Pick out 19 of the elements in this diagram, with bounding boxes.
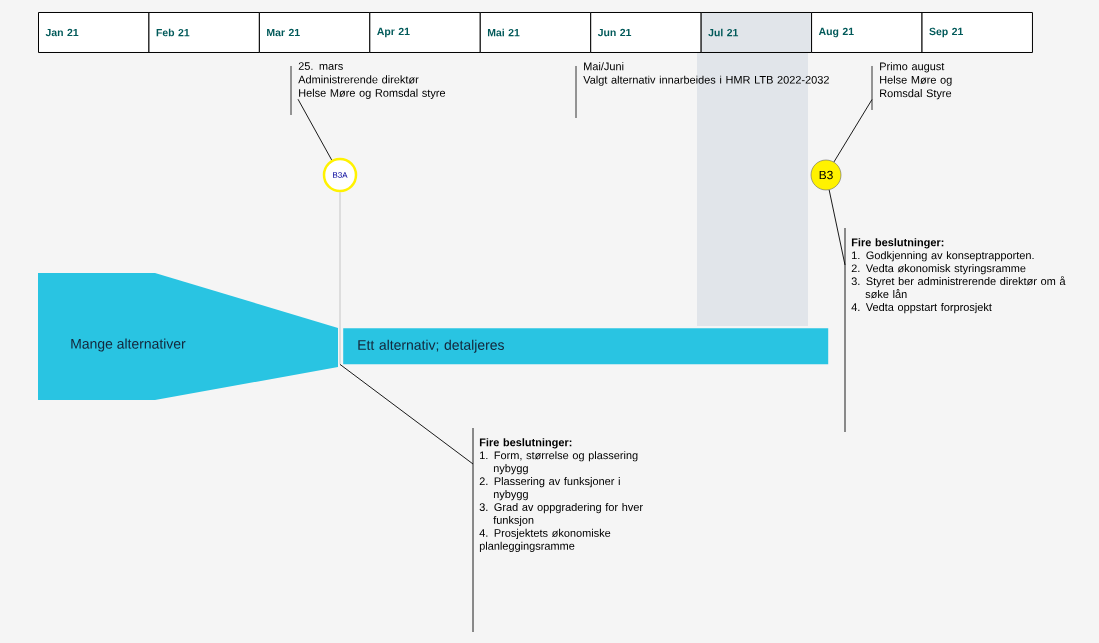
month-cell: Jun 21 bbox=[590, 12, 702, 53]
note: 25. mars Administrerende direktør Helse Møre og Romsdal styre bbox=[290, 62, 446, 116]
month-cell: Sep 21 bbox=[921, 12, 1033, 53]
phase-bar: Ett alternativ; detaljeres bbox=[343, 328, 829, 365]
decision-list: Fire beslutninger: 1. Form, størrelse og plassering nybygg 2. Plassering av funksjoner i nybygg 3. Grad av oppgradering for hver funksjon 4. Prosjektets økonomiske planleggingsramme bbox=[472, 427, 643, 633]
month-cell: Jan 21 bbox=[38, 12, 150, 53]
leader-line bbox=[828, 189, 846, 266]
leader-line bbox=[833, 99, 873, 163]
month-cell: Aug 21 bbox=[811, 12, 923, 53]
month-cell: Jul 21 bbox=[700, 12, 813, 53]
leader-line bbox=[339, 363, 474, 465]
decision-list: Fire beslutninger: 1. Godkjenning av konseptrapporten. 2. Vedta økonomisk styringsramme 3. Styret ber administrerende direktør om å søke lån 4. Vedta oppstart forprosjekt bbox=[844, 227, 1066, 433]
leader-line bbox=[297, 98, 333, 161]
month-cell: Mai 21 bbox=[479, 12, 592, 53]
month-cell: Apr 21 bbox=[369, 12, 481, 53]
month-cell: Feb 21 bbox=[148, 12, 260, 53]
note: Primo august Helse Møre og Romsdal Styre bbox=[871, 62, 952, 111]
month-cell: Mar 21 bbox=[258, 12, 371, 53]
note: Mai/Juni Valgt alternativ innarbeides i HMR LTB 2022-2032 bbox=[575, 62, 829, 119]
